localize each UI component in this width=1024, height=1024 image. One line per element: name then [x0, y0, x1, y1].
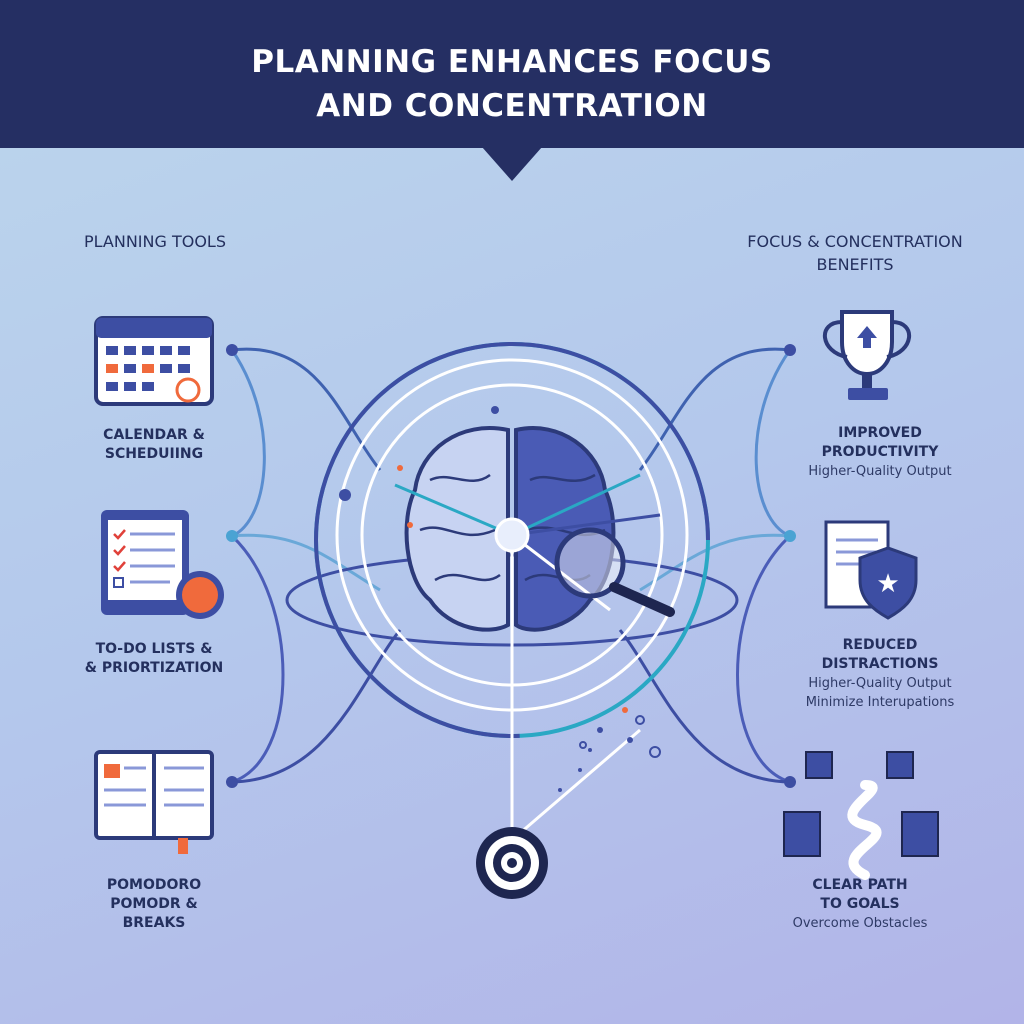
- page-title: PLANNING ENHANCES FOCUS AND CONCENTRATIO…: [251, 44, 773, 124]
- svg-text:★: ★: [876, 569, 899, 599]
- todo-label: TO-DO LISTS && PRIORTIZATION: [84, 641, 224, 676]
- calendar-icon: [94, 316, 214, 406]
- header-pointer: [482, 147, 542, 181]
- trophy-icon: [823, 310, 911, 400]
- checklist-tablet-icon: [101, 510, 224, 619]
- shield-icon: ★: [824, 520, 918, 620]
- connector-lines: [230, 347, 792, 784]
- path-icon: [783, 751, 939, 880]
- magnifier-icon: [554, 527, 675, 617]
- target-icon: [476, 827, 548, 899]
- planning-tools-heading: PLANNING TOOLS: [83, 232, 226, 251]
- notebook-icon: [94, 750, 214, 854]
- focus-rays: [394, 473, 661, 842]
- calendar-label: CALENDAR &SCHEDUIING: [103, 427, 205, 462]
- header-banner: [0, 0, 1024, 148]
